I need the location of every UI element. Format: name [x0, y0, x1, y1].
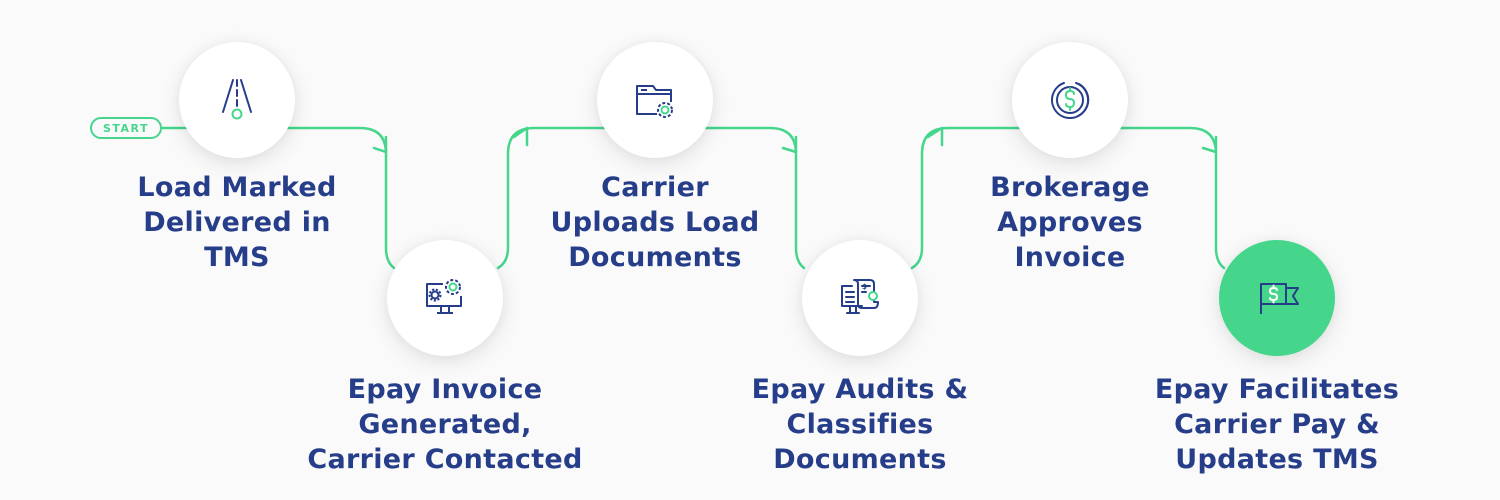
step-1-circle — [179, 42, 295, 158]
start-label: START — [102, 121, 150, 135]
invoice-monitor-icon: $ — [841, 279, 879, 314]
arrow-head-1 — [372, 135, 388, 154]
step-5-circle — [1012, 42, 1128, 158]
folder-gear-icon — [636, 85, 673, 118]
connector-1-2 — [160, 126, 396, 270]
step-4-circle: $ — [802, 240, 918, 356]
dollar-flag-icon — [1260, 283, 1299, 314]
road-icon — [222, 79, 252, 120]
arrow-head-3 — [781, 135, 798, 154]
step-6-circle — [1219, 240, 1335, 356]
step-2-circle — [387, 240, 503, 356]
step-3-circle — [597, 42, 713, 158]
start-badge: START — [90, 117, 162, 139]
dollar-coin-icon — [1051, 82, 1090, 119]
arrow-head-5 — [1201, 135, 1218, 154]
arrow-head-2 — [512, 126, 529, 147]
monitor-gears-icon — [426, 279, 462, 314]
arrow-head-4 — [926, 126, 944, 147]
svg-text:$: $ — [862, 283, 867, 291]
